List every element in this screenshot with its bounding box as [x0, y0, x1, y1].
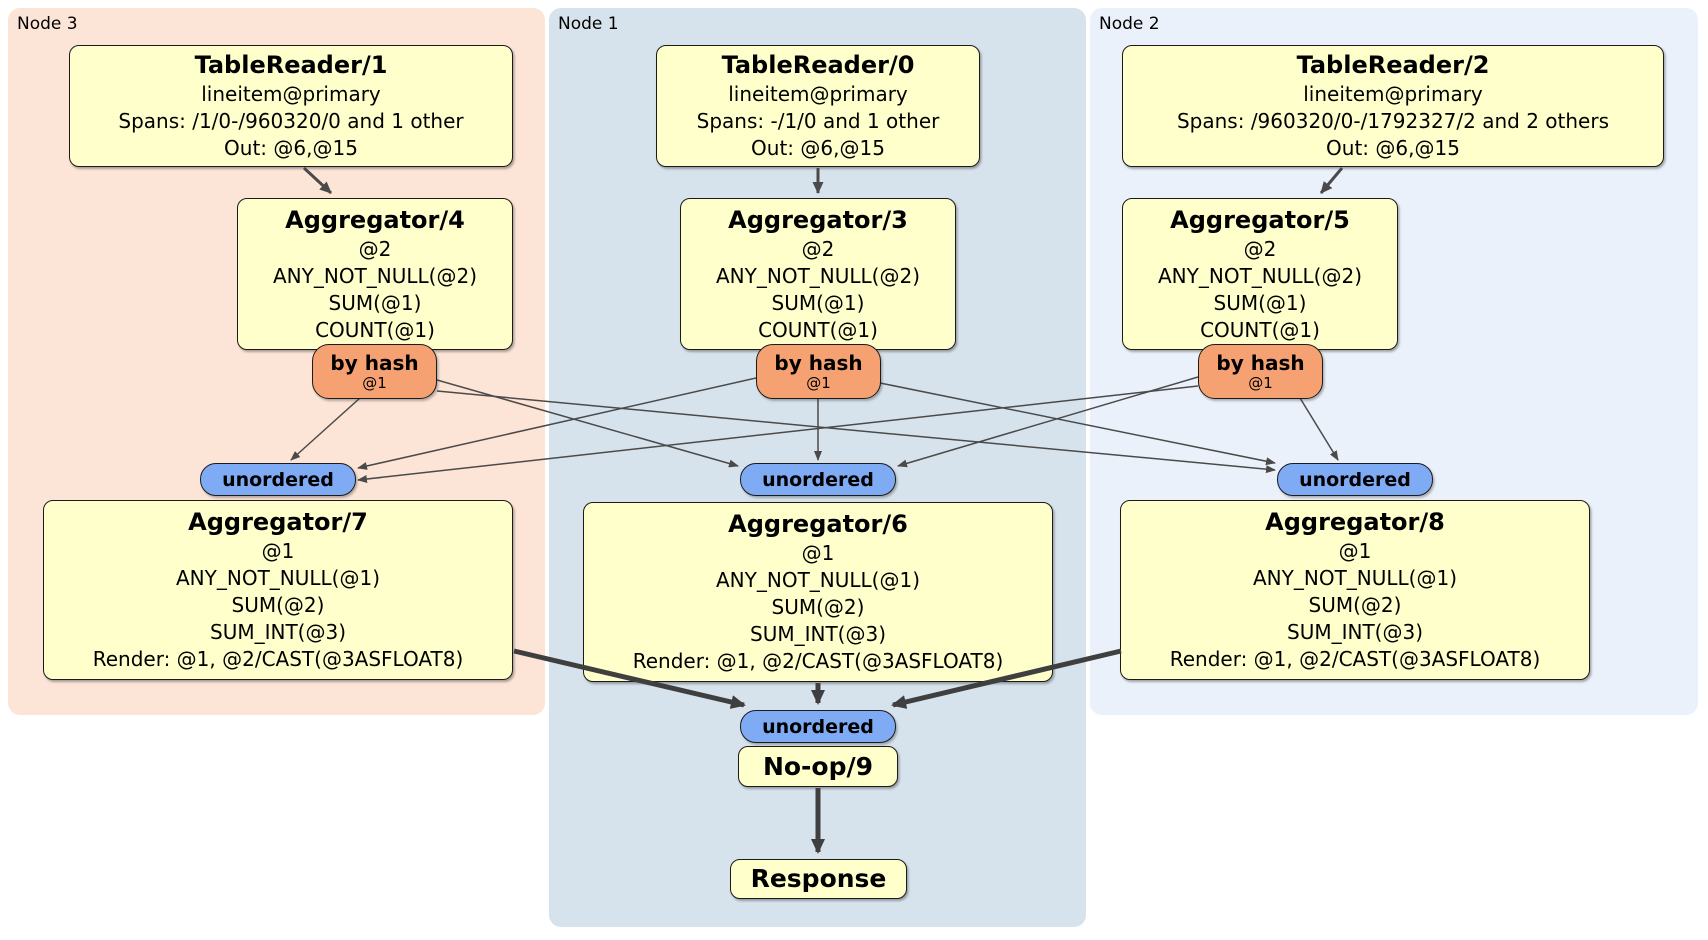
processor-tablereader-2: TableReader/2 lineitem@primary Spans: /9… [1122, 45, 1664, 167]
router-by-hash-label: by hash [330, 350, 419, 375]
processor-aggregator-8-title: Aggregator/8 [1265, 508, 1445, 536]
processor-detail: SUM(@2) [231, 593, 325, 617]
processor-detail: SUM(@1) [328, 290, 422, 315]
processor-detail: SUM(@2) [771, 595, 865, 619]
processor-detail: @1 [261, 539, 295, 563]
processor-detail: Out: @6,@15 [224, 136, 358, 160]
processor-detail: SUM(@1) [771, 290, 865, 315]
processor-detail: ANY_NOT_NULL(@1) [716, 568, 920, 592]
processor-detail: ANY_NOT_NULL(@2) [1158, 263, 1362, 288]
processor-detail: SUM_INT(@3) [1287, 620, 1423, 644]
processor-tablereader-0: TableReader/0 lineitem@primary Spans: -/… [656, 45, 980, 167]
processor-detail: Out: @6,@15 [751, 136, 885, 160]
processor-noop-9-title: No-op/9 [762, 751, 874, 781]
processor-aggregator-6: Aggregator/6 @1 ANY_NOT_NULL(@1) SUM(@2)… [583, 502, 1053, 682]
stream-unordered-label: unordered [1299, 468, 1411, 491]
region-node-3-label: Node 3 [17, 14, 78, 34]
processor-tablereader-1-title: TableReader/1 [194, 51, 388, 79]
processor-aggregator-5-title: Aggregator/5 [1170, 205, 1350, 234]
processor-aggregator-7-title: Aggregator/7 [188, 508, 368, 536]
processor-detail: ANY_NOT_NULL(@1) [176, 566, 380, 590]
stream-unordered-label: unordered [222, 468, 334, 491]
processor-detail: SUM(@1) [1213, 290, 1307, 315]
processor-detail: Render: @1, @2/CAST(@3ASFLOAT8) [1169, 647, 1541, 671]
processor-detail: Spans: -/1/0 and 1 other [696, 109, 940, 133]
router-by-hash-node2: by hash @1 [1198, 344, 1323, 399]
processor-detail: lineitem@primary [201, 82, 381, 106]
processor-detail: @2 [358, 236, 392, 261]
processor-detail: COUNT(@1) [1200, 317, 1320, 342]
processor-response: Response [730, 859, 907, 899]
processor-detail: COUNT(@1) [758, 317, 878, 342]
processor-tablereader-2-title: TableReader/2 [1296, 51, 1490, 79]
processor-detail: Out: @6,@15 [1326, 136, 1460, 160]
processor-aggregator-5: Aggregator/5 @2 ANY_NOT_NULL(@2) SUM(@1)… [1122, 198, 1398, 350]
router-by-hash-node3: by hash @1 [312, 344, 437, 399]
processor-detail: lineitem@primary [1303, 82, 1483, 106]
processor-detail: SUM_INT(@3) [750, 622, 886, 646]
processor-aggregator-6-title: Aggregator/6 [728, 510, 908, 538]
stream-unordered-noop9: unordered [740, 710, 896, 743]
router-by-hash-label: by hash [774, 350, 863, 375]
region-node-1-label: Node 1 [558, 14, 619, 34]
processor-detail: SUM(@2) [1308, 593, 1402, 617]
stream-unordered-aggregator8: unordered [1277, 463, 1433, 496]
processor-detail: lineitem@primary [728, 82, 908, 106]
processor-detail: @1 [801, 541, 835, 565]
processor-aggregator-8: Aggregator/8 @1 ANY_NOT_NULL(@1) SUM(@2)… [1120, 500, 1590, 680]
stream-unordered-aggregator6: unordered [740, 463, 896, 496]
processor-noop-9: No-op/9 [738, 746, 898, 787]
router-by-hash-key: @1 [1248, 373, 1273, 392]
processor-tablereader-1: TableReader/1 lineitem@primary Spans: /1… [69, 45, 513, 167]
stream-unordered-label: unordered [762, 715, 874, 738]
processor-detail: ANY_NOT_NULL(@2) [716, 263, 920, 288]
router-by-hash-key: @1 [806, 373, 831, 392]
stream-unordered-label: unordered [762, 468, 874, 491]
region-node-2-label: Node 2 [1099, 14, 1160, 34]
processor-detail: Render: @1, @2/CAST(@3ASFLOAT8) [632, 649, 1004, 673]
processor-aggregator-3-title: Aggregator/3 [728, 205, 908, 234]
processor-detail: Render: @1, @2/CAST(@3ASFLOAT8) [92, 647, 464, 671]
processor-detail: Spans: /1/0-/960320/0 and 1 other [118, 109, 464, 133]
router-by-hash-node1: by hash @1 [756, 344, 881, 399]
router-by-hash-label: by hash [1216, 350, 1305, 375]
router-by-hash-key: @1 [362, 373, 387, 392]
processor-detail: COUNT(@1) [315, 317, 435, 342]
processor-detail: ANY_NOT_NULL(@2) [273, 263, 477, 288]
processor-detail: SUM_INT(@3) [210, 620, 346, 644]
processor-aggregator-4: Aggregator/4 @2 ANY_NOT_NULL(@2) SUM(@1)… [237, 198, 513, 350]
processor-aggregator-4-title: Aggregator/4 [285, 205, 465, 234]
processor-detail: Spans: /960320/0-/1792327/2 and 2 others [1176, 109, 1609, 133]
processor-detail: @2 [1243, 236, 1277, 261]
processor-detail: @2 [801, 236, 835, 261]
processor-tablereader-0-title: TableReader/0 [721, 51, 915, 79]
processor-detail: @1 [1338, 539, 1372, 563]
stream-unordered-aggregator7: unordered [200, 463, 356, 496]
processor-aggregator-7: Aggregator/7 @1 ANY_NOT_NULL(@1) SUM(@2)… [43, 500, 513, 680]
processor-response-title: Response [750, 864, 887, 893]
processor-detail: ANY_NOT_NULL(@1) [1253, 566, 1457, 590]
processor-aggregator-3: Aggregator/3 @2 ANY_NOT_NULL(@2) SUM(@1)… [680, 198, 956, 350]
